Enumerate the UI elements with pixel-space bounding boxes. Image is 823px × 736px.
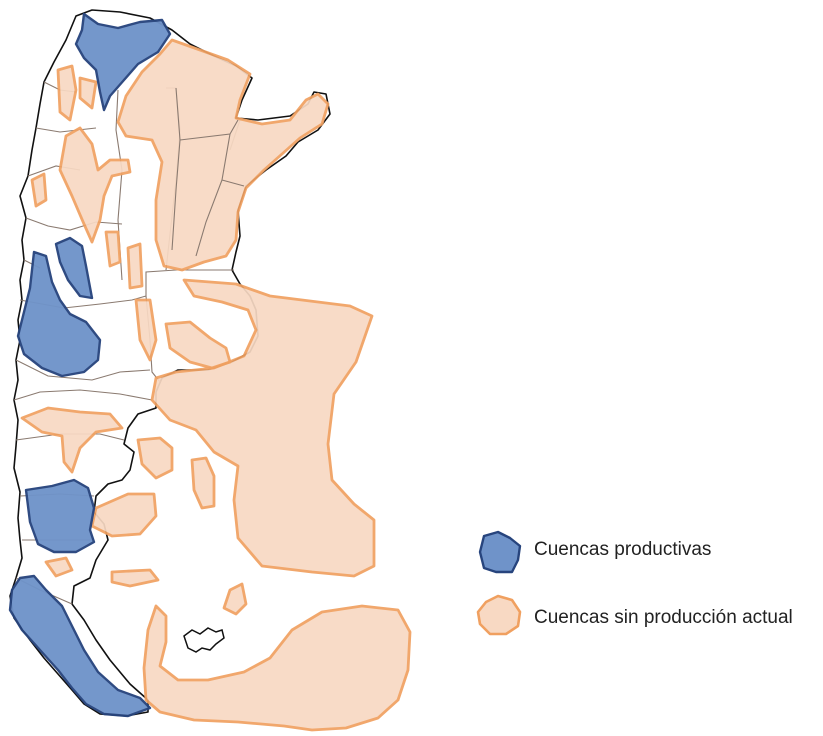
productive-legend-label: Cuencas productivas [534,539,712,560]
austral-basin [8,574,152,718]
tucuman-basins [58,126,132,244]
salta-small-basin-1 [56,64,78,122]
inner-basin-ring [164,320,232,370]
valdes-basin [90,492,158,538]
chaco-parana-basin [116,38,330,272]
malvinas-islands [183,627,225,653]
colorado-basin-2 [190,456,216,510]
rawson-basin [44,556,74,578]
nonproductive-legend-swatch [476,594,522,636]
riojana-basin-1 [104,230,122,268]
nonproductive-basins [20,38,412,732]
noroeste-basin [74,12,172,112]
salta-small-basin-2 [78,76,98,110]
nonproductive-legend-label: Cuencas sin producción actual [534,607,793,628]
pampa-south-basin [20,406,124,474]
productive-legend-swatch [478,530,522,574]
salado-basin [150,278,376,578]
malvinas-north-basin [222,582,248,616]
cuyo-basin-2 [16,250,102,378]
catamarca-small-basin [30,172,48,208]
productive-basins [8,12,172,718]
golfo-san-jorge-basin [24,478,96,554]
riojana-basin-2 [126,242,144,290]
san-julian-basin [110,568,160,588]
malvinas-basin [142,604,412,732]
san-luis-basin [134,298,158,362]
chaco-inner-lines [171,87,245,257]
colorado-basin-small [136,436,174,480]
cuyana-basin [54,236,94,300]
